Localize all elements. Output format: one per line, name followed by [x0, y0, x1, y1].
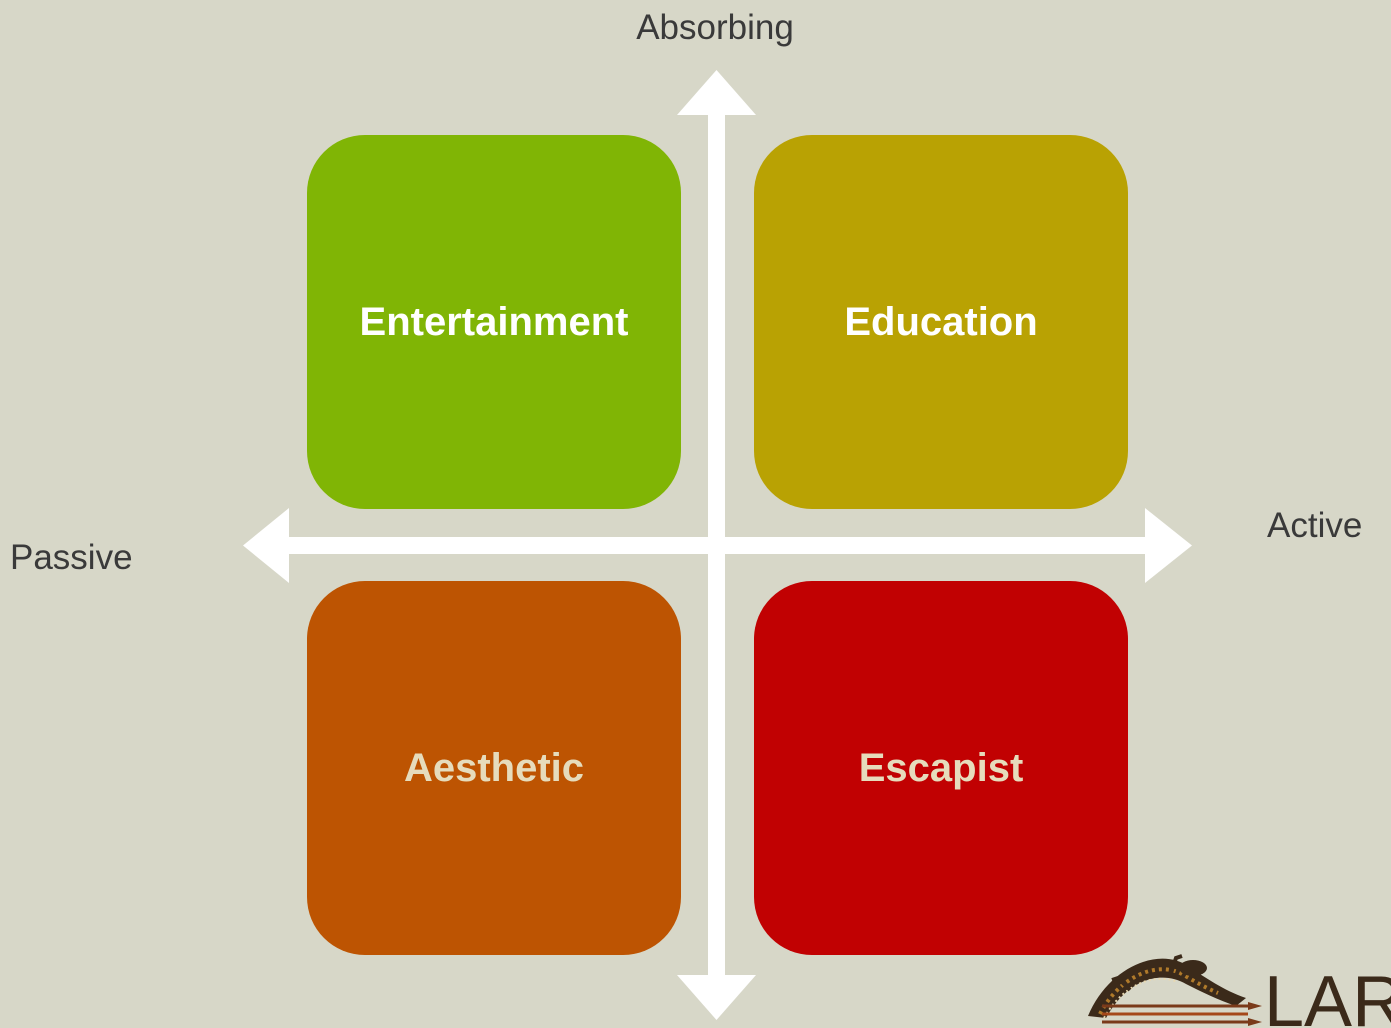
- left-arrow-icon: [243, 508, 289, 583]
- axis-label-active: Active: [1267, 506, 1363, 545]
- axis-label-passive: Passive: [10, 538, 133, 577]
- quadrant-label-education: Education: [844, 300, 1038, 344]
- quadrant-escapist: Escapist: [754, 581, 1128, 955]
- horizontal-axis-line: [286, 537, 1148, 554]
- down-arrow-icon: [677, 975, 756, 1020]
- up-arrow-icon: [677, 70, 756, 115]
- quadrant-aesthetic: Aesthetic: [307, 581, 681, 955]
- lizard-logo-icon: [1088, 954, 1262, 1026]
- right-arrow-icon: [1145, 508, 1192, 583]
- logo-text: LAR: [1264, 962, 1391, 1028]
- quadrant-education: Education: [754, 135, 1128, 509]
- quadrant-label-entertainment: Entertainment: [359, 300, 629, 344]
- quadrant-label-aesthetic: Aesthetic: [403, 746, 585, 790]
- vertical-axis-line: [708, 112, 725, 992]
- axis-label-absorbing: Absorbing: [636, 8, 794, 47]
- quadrant-entertainment: Entertainment: [307, 135, 681, 509]
- quadrant-label-escapist: Escapist: [858, 746, 1024, 790]
- logo: LAR: [1078, 928, 1391, 1028]
